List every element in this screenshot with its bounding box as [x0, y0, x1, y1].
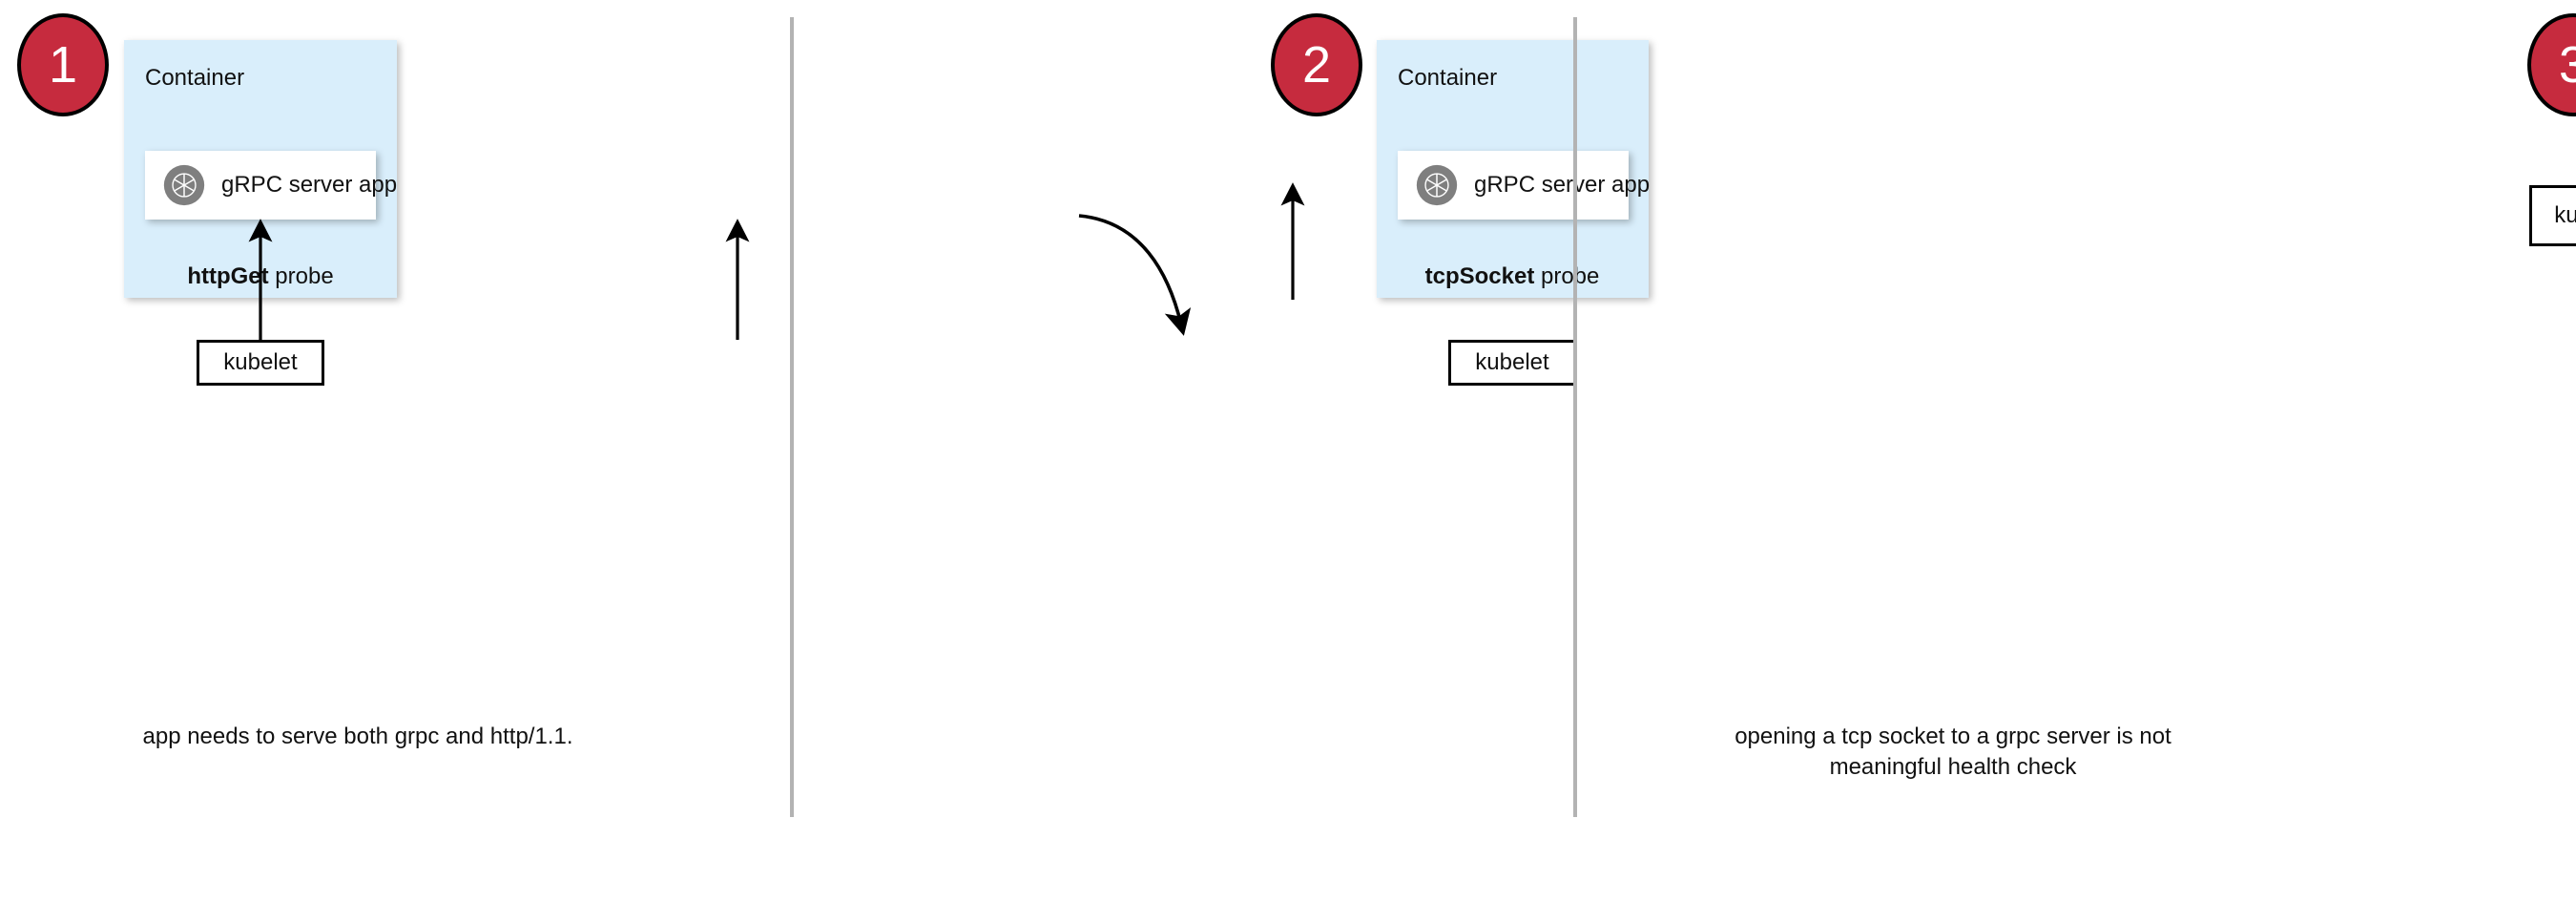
probe-word-2: probe: [1534, 263, 1600, 289]
grpc-shutter-icon: [1416, 164, 1458, 206]
container-label-1: Container: [145, 65, 245, 91]
container-label-2: Container: [1398, 65, 1498, 91]
panel-step-1: 1 Container: [0, 0, 775, 923]
panel-step-2: 2 Container: [775, 0, 2171, 923]
kubelet-box-1: kubelet: [197, 340, 324, 386]
panel-divider-2: [1573, 17, 1577, 817]
caption-1: app needs to serve both grpc and http/1.…: [142, 724, 573, 749]
httpget-probe-label: httpGet probe: [134, 263, 387, 290]
probe-word-1: probe: [268, 263, 334, 289]
step-badge-1: 1: [17, 13, 109, 116]
grpc-server-app-card-2: gRPC server app: [1398, 151, 1650, 220]
grpc-server-app-label-1: gRPC server app: [221, 172, 398, 198]
grpc-shutter-icon: [163, 164, 205, 206]
probe-type-1: httpGet: [187, 263, 269, 289]
grpc-server-app-card-1: gRPC server app: [145, 151, 397, 220]
kubelet-box-2: kubelet: [1448, 340, 1576, 386]
caption-2: opening a tcp socket to a grpc server is…: [1735, 724, 2171, 780]
step-badge-2: 2: [1271, 13, 1362, 116]
probe-type-2: tcpSocket: [1424, 263, 1535, 289]
step-badge-3: 3: [2527, 13, 2576, 116]
tcpsocket-probe-label: tcpSocket probe: [1385, 263, 1639, 290]
panel-step-3: 3 Container: [1575, 0, 2576, 923]
kubelet-box-3: kubelet: [2529, 185, 2576, 246]
panel-divider-1: [790, 17, 794, 817]
grpc-server-app-label-2: gRPC server app: [1474, 172, 1651, 198]
